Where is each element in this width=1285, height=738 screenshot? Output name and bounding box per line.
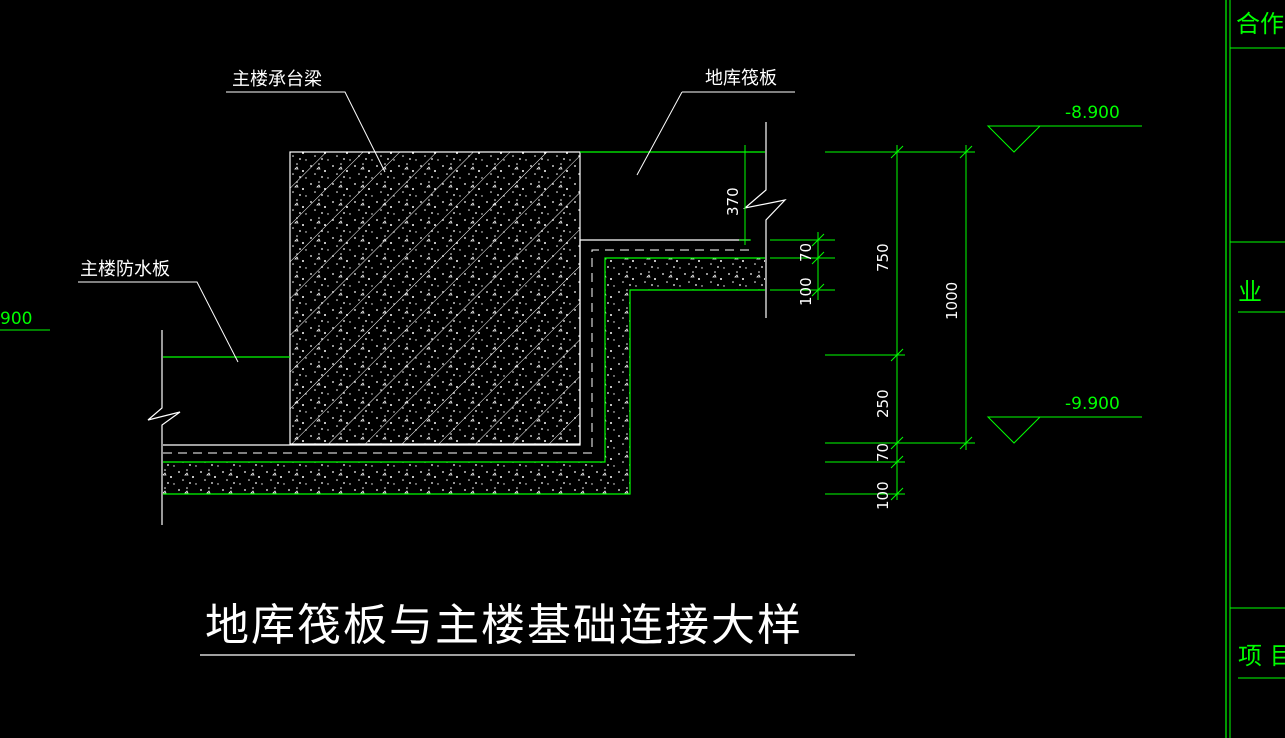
dim-1000: 1000 xyxy=(943,282,961,320)
cushion-layers xyxy=(163,239,765,495)
structure-lines xyxy=(147,122,787,525)
label-waterproof-slab: 主楼防水板 xyxy=(80,259,170,280)
title-block-cell-2: 业 xyxy=(1238,278,1262,306)
elevation-marker-bottom: -9.900 xyxy=(986,394,1142,444)
elevation-marker-top: -8.900 xyxy=(986,103,1142,153)
dim-70-upper: 70 xyxy=(797,243,815,262)
title-block-cell-1: 合作设 xyxy=(1236,10,1285,38)
elevation-marker-left: 900 xyxy=(0,309,50,331)
dim-370: 370 xyxy=(724,187,742,216)
dim-750: 750 xyxy=(874,243,892,272)
drawing-title: 地库筏板与主楼基础连接大样 xyxy=(205,600,803,651)
dim-250: 250 xyxy=(874,389,892,418)
dim-100-lower: 100 xyxy=(874,481,892,510)
dimension-lines-left xyxy=(739,145,835,300)
dim-100-upper: 100 xyxy=(797,277,815,306)
dim-70-lower: 70 xyxy=(874,443,892,462)
title-block-cell-3: 项 目 xyxy=(1238,642,1285,670)
elevation-top-label: -8.900 xyxy=(1065,103,1120,123)
label-raft: 地库筏板 xyxy=(705,68,777,89)
cap-beam-block xyxy=(289,151,581,445)
dimension-lines-right xyxy=(825,145,975,501)
label-cap-beam: 主楼承台梁 xyxy=(232,69,322,90)
leader-lines xyxy=(78,91,795,363)
title-block: 合作设 业 项 目 xyxy=(1225,0,1285,738)
elevation-left-label: 900 xyxy=(0,309,32,329)
elevation-bottom-label: -9.900 xyxy=(1065,394,1120,414)
